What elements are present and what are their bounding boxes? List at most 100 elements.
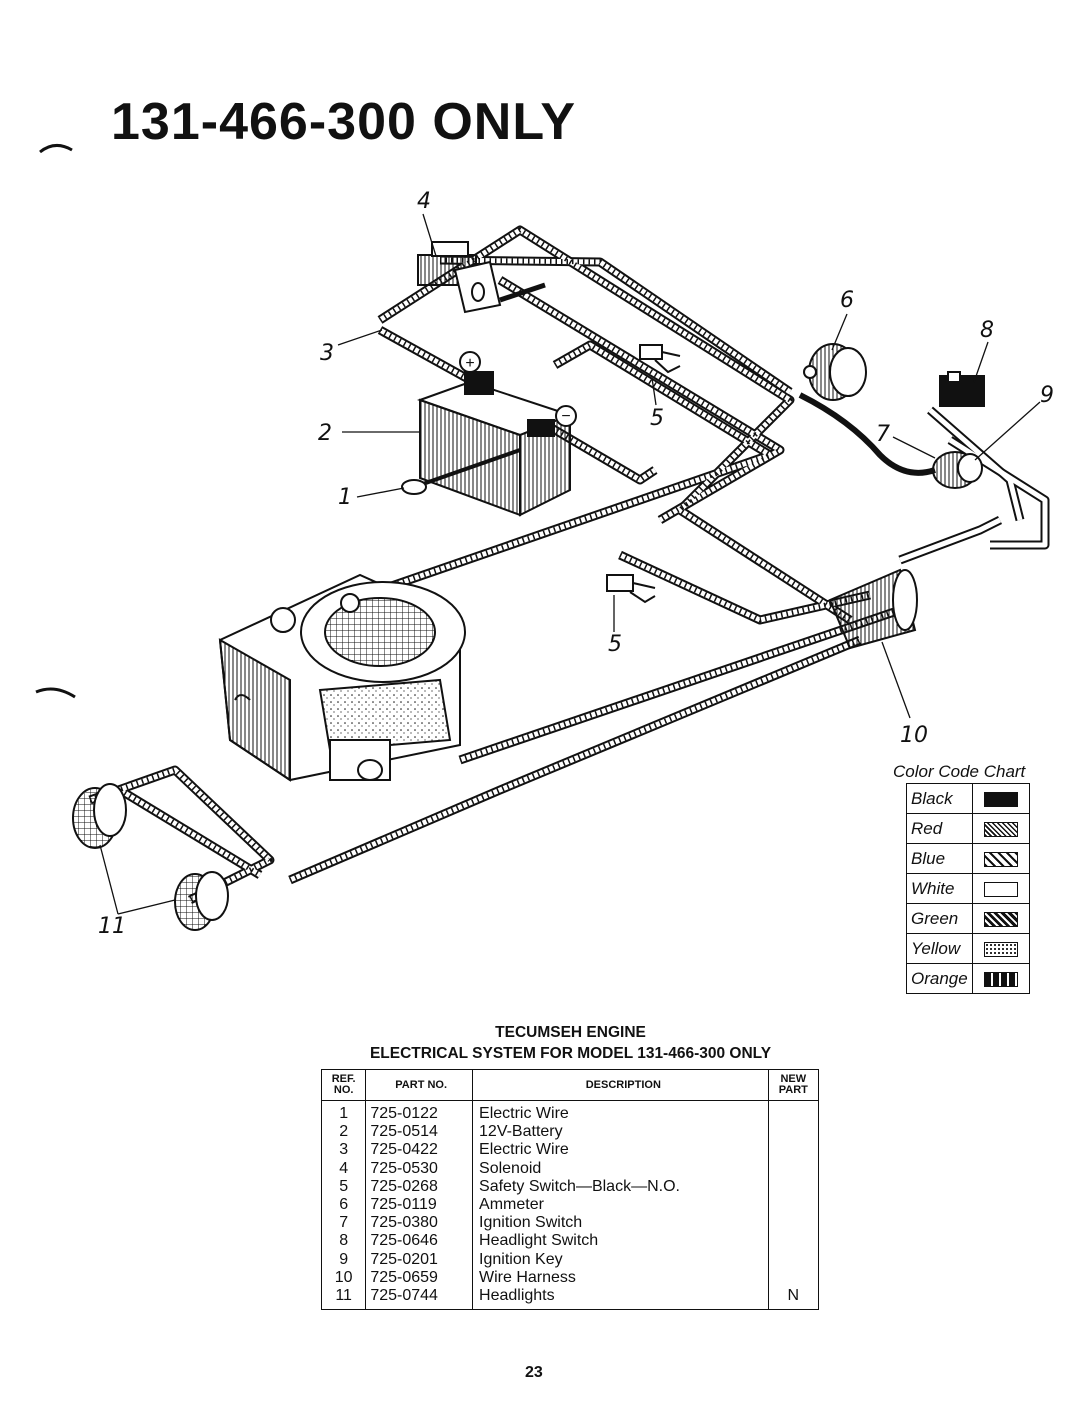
color-code-row: Green <box>906 903 1030 934</box>
callout-5-upper: 5 <box>650 406 664 431</box>
color-code-row: Orange <box>906 963 1030 994</box>
callout-6: 6 <box>840 288 854 313</box>
part-cell: 725-0268 <box>365 1177 474 1196</box>
description-cell: Ignition Switch <box>472 1214 769 1233</box>
tecumseh-engine <box>218 573 466 782</box>
ref-cell: 7 <box>320 1214 367 1233</box>
color-code-row: Blue <box>906 843 1030 874</box>
new-part-cell <box>767 1195 820 1215</box>
color-name: Red <box>906 813 973 844</box>
callout-leaders <box>99 213 1041 915</box>
new-part-cell <box>767 1214 820 1233</box>
ref-cell: 4 <box>320 1159 367 1178</box>
headlight-lower <box>174 871 229 931</box>
table-row: 8 725-0646 Headlight Switch <box>320 1232 820 1251</box>
page-number: 23 <box>525 1364 543 1381</box>
svg-text:−: − <box>561 408 570 425</box>
part-cell: 725-0119 <box>365 1195 474 1215</box>
new-part-cell <box>767 1177 820 1196</box>
new-part-cell <box>767 1268 820 1287</box>
part-cell: 725-0201 <box>365 1250 474 1269</box>
color-code-row: White <box>906 873 1030 904</box>
ref-cell: 2 <box>320 1123 367 1142</box>
black-swatch <box>983 791 1018 807</box>
color-code-row: Black <box>906 783 1030 814</box>
header-part-no: PART NO. <box>365 1069 474 1101</box>
header-new-part: NEW PART <box>767 1069 820 1101</box>
part-cell: 725-0659 <box>365 1268 474 1287</box>
orange-swatch <box>983 971 1018 987</box>
callout-9: 9 <box>1040 383 1054 408</box>
ref-cell: 5 <box>320 1177 367 1196</box>
callout-4: 4 <box>417 189 431 214</box>
color-code-row: Red <box>906 813 1030 844</box>
page-title: 131-466-300 ONLY <box>111 93 577 151</box>
wire-harness-routes <box>88 225 1050 905</box>
description-cell: Safety Switch—Black—N.O. <box>472 1177 769 1196</box>
description-cell: Solenoid <box>472 1159 769 1178</box>
green-swatch <box>983 911 1018 927</box>
color-name: White <box>906 873 973 904</box>
description-cell: 12V-Battery <box>472 1123 769 1142</box>
part-cell: 725-0514 <box>365 1123 474 1142</box>
description-cell: Headlight Switch <box>472 1232 769 1251</box>
callout-1: 1 <box>338 485 352 510</box>
parts-table-title-line1: TECUMSEH ENGINE <box>495 1024 646 1041</box>
table-row: 5 725-0268 Safety Switch—Black—N.O. <box>320 1177 820 1196</box>
ref-cell: 8 <box>320 1232 367 1251</box>
color-name: Black <box>906 783 973 814</box>
yellow-swatch <box>983 941 1018 957</box>
headlight-upper <box>72 783 127 849</box>
ammeter <box>803 343 867 401</box>
ref-cell: 3 <box>320 1141 367 1160</box>
ref-cell: 6 <box>320 1195 367 1215</box>
callout-8: 8 <box>980 318 994 343</box>
header-ref-no: REF. NO. <box>320 1069 367 1101</box>
ref-cell: 10 <box>320 1268 367 1287</box>
callout-2: 2 <box>318 421 332 446</box>
new-part-cell <box>767 1232 820 1251</box>
table-row: 9 725-0201 Ignition Key <box>320 1250 820 1269</box>
ref-cell: 11 <box>320 1286 367 1310</box>
electric-wire-ring-terminal <box>401 448 521 495</box>
wire-harness-connector <box>828 568 918 650</box>
battery: + − <box>417 351 577 517</box>
table-row: 10 725-0659 Wire Harness <box>320 1268 820 1287</box>
parts-table-title-line2: ELECTRICAL SYSTEM FOR MODEL 131-466-300 … <box>369 1045 772 1062</box>
parts-table-header: REF. NO. PART NO. DESCRIPTION NEW PART <box>320 1069 820 1101</box>
new-part-cell <box>767 1141 820 1160</box>
svg-text:+: + <box>465 355 474 372</box>
callout-7: 7 <box>876 422 890 447</box>
solenoid <box>417 241 546 314</box>
safety-switch-lower <box>606 574 656 604</box>
table-row: 11 725-0744 Headlights N <box>320 1286 820 1310</box>
color-name: Green <box>906 903 973 934</box>
part-cell: 725-0530 <box>365 1159 474 1178</box>
wiring-diagram: + − <box>35 144 1054 939</box>
safety-switch-upper <box>639 344 681 374</box>
description-cell: Headlights <box>472 1286 769 1310</box>
table-row: 4 725-0530 Solenoid <box>320 1159 820 1178</box>
description-cell: Electric Wire <box>472 1141 769 1160</box>
parts-table: REF. NO. PART NO. DESCRIPTION NEW PART 1… <box>320 1069 820 1311</box>
color-name: Yellow <box>906 933 973 964</box>
headlight-switch <box>939 371 985 407</box>
new-part-cell: N <box>767 1286 820 1310</box>
part-cell: 725-0646 <box>365 1232 474 1251</box>
ref-cell: 1 <box>320 1100 367 1124</box>
ignition-switch <box>932 451 983 489</box>
blue-swatch <box>983 851 1018 867</box>
new-part-cell <box>767 1100 820 1124</box>
description-cell: Electric Wire <box>472 1100 769 1124</box>
header-description: DESCRIPTION <box>472 1069 769 1101</box>
new-part-cell <box>767 1250 820 1269</box>
color-name: Blue <box>906 843 973 874</box>
description-cell: Ammeter <box>472 1195 769 1215</box>
table-row: 3 725-0422 Electric Wire <box>320 1141 820 1160</box>
color-name: Orange <box>906 963 973 994</box>
callout-10: 10 <box>900 723 928 748</box>
color-code-chart: Black Red Blue White Green Yellow Orange <box>906 783 1030 994</box>
callout-5-lower: 5 <box>608 632 622 657</box>
part-cell: 725-0422 <box>365 1141 474 1160</box>
color-code-row: Yellow <box>906 933 1030 964</box>
